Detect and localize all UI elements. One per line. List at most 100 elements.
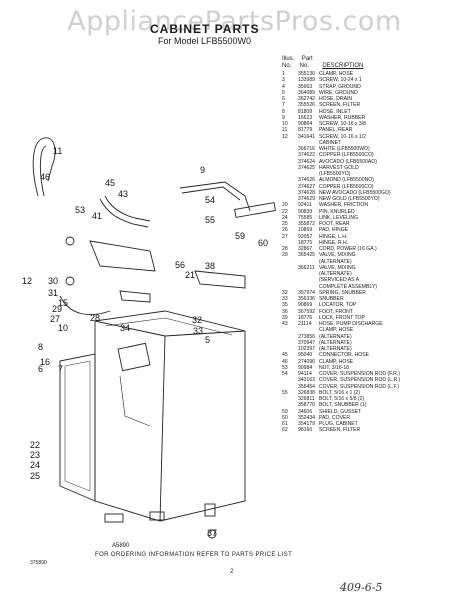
callout-number: 38	[205, 261, 215, 271]
illus-no: 20	[282, 202, 288, 209]
part-description: ALMOND (LFB5500NO)	[319, 177, 374, 184]
part-description: (LFB5500YO)	[319, 171, 351, 177]
corner-code: 375890	[30, 560, 47, 566]
parts-row: 358770 BOLT, SNUBBER (1)	[282, 402, 457, 408]
part-description: BOLT, 5/16 x 1 (2)	[319, 389, 360, 396]
part-no: 98160	[298, 427, 313, 434]
part-no: 358770	[298, 402, 315, 409]
part-no: 34606	[298, 408, 313, 415]
part-description: SCREW, 10-24 x 1	[319, 77, 362, 84]
illus-no: 10	[282, 121, 288, 127]
ordering-footer: FOR ORDERING INFORMATION REFER TO PARTS …	[95, 552, 293, 558]
part-description: FOOT, FRONT	[319, 308, 353, 315]
callout-number: 33	[193, 326, 203, 336]
part-no: 367592	[298, 308, 315, 315]
part-no: 18775	[298, 239, 313, 246]
part-description: PAD, HINGE	[319, 227, 349, 234]
part-description: SHIELD, GUSSET	[319, 408, 362, 415]
part-description: HOSE, DRAIN	[319, 96, 353, 102]
part-no: 355130	[298, 71, 315, 77]
part-description: AVOCADO (LFB5500AO)	[319, 158, 377, 165]
part-no: 365425	[298, 252, 315, 259]
part-no: 374629	[298, 196, 315, 202]
page-subtitle: For Model LFB5500W0	[158, 36, 252, 46]
header-illus: Illus.	[282, 56, 295, 62]
illus-no: 54	[282, 371, 288, 377]
part-description: SCREW, 10-16 x 1/2	[319, 133, 366, 140]
callout-number: 23	[30, 450, 40, 460]
callout-number: 55	[205, 215, 215, 225]
illus-no: 62	[282, 427, 288, 434]
part-no: 374626	[298, 177, 315, 184]
part-description: LINK, LEVELING	[319, 214, 359, 221]
page-number: 2	[230, 569, 234, 575]
part-no: 354179	[298, 421, 315, 427]
part-no: 326838	[298, 389, 315, 396]
part-description: BOLT, SNUBBER (1)	[319, 402, 367, 409]
part-description: HINGE, R.H.	[319, 239, 349, 246]
part-no: 356336	[298, 296, 315, 302]
part-description: SPRING, SNUBBER	[319, 289, 366, 296]
part-no: 133989	[298, 77, 315, 84]
part-no: 10869	[298, 227, 313, 234]
illus-no: 4	[282, 83, 285, 90]
part-no: 366716	[298, 146, 315, 152]
illus-no: 27	[282, 233, 288, 240]
part-no: 92411	[298, 202, 312, 209]
callout-number: 10	[58, 323, 68, 333]
part-no: 81809	[298, 108, 313, 115]
parts-row: (ALTERNATE)	[282, 271, 457, 277]
part-no: 75585	[298, 214, 313, 221]
part-no: 102397	[298, 346, 315, 352]
part-description: FOOT, REAR	[319, 221, 350, 227]
parts-row: (SERVICED AS A	[282, 277, 457, 283]
callout-number: 43	[118, 189, 128, 199]
part-description: HINGE, L.H.	[319, 233, 348, 240]
illus-no: 60	[282, 414, 288, 421]
part-description: NUT, 3/16-18	[319, 364, 350, 371]
parts-row: 62 98160 SCREEN, FILTER	[282, 427, 457, 433]
part-no: 326811	[298, 396, 315, 402]
part-description: CLAMP, HOSE	[319, 327, 354, 334]
callout-number: 21	[185, 270, 195, 280]
parts-row: (ALTERNATE)	[282, 259, 457, 265]
callout-number: 45	[105, 178, 115, 188]
illus-no: 7	[282, 102, 285, 109]
parts-row: 102397(ALTERNATE)	[282, 346, 457, 352]
part-no: 32867	[298, 246, 313, 252]
callout-number: 59	[235, 231, 245, 241]
illus-no: 8	[282, 108, 285, 115]
part-description: PIN, KNURLED	[319, 208, 355, 215]
part-description: WASHER, RUBBER	[319, 114, 366, 121]
header-no2: No.	[299, 63, 310, 69]
part-no: 341641	[298, 133, 315, 140]
part-no: 90839	[298, 208, 313, 215]
part-description: CLAMP, HOSE	[319, 358, 354, 365]
drain-hose	[32, 137, 56, 197]
callout-number: 30	[48, 276, 58, 286]
part-description: VALVE, MIXING	[319, 252, 356, 259]
illus-no: 39	[282, 314, 288, 321]
part-description: CABINET	[319, 139, 342, 146]
callout-number: 9	[200, 165, 205, 175]
part-no: 374628	[298, 189, 315, 196]
callout-number: 34	[120, 323, 130, 333]
callout-number: 41	[92, 211, 102, 221]
callout-number: 60	[258, 238, 268, 248]
part-description: SCREEN, FILTER	[319, 427, 361, 434]
